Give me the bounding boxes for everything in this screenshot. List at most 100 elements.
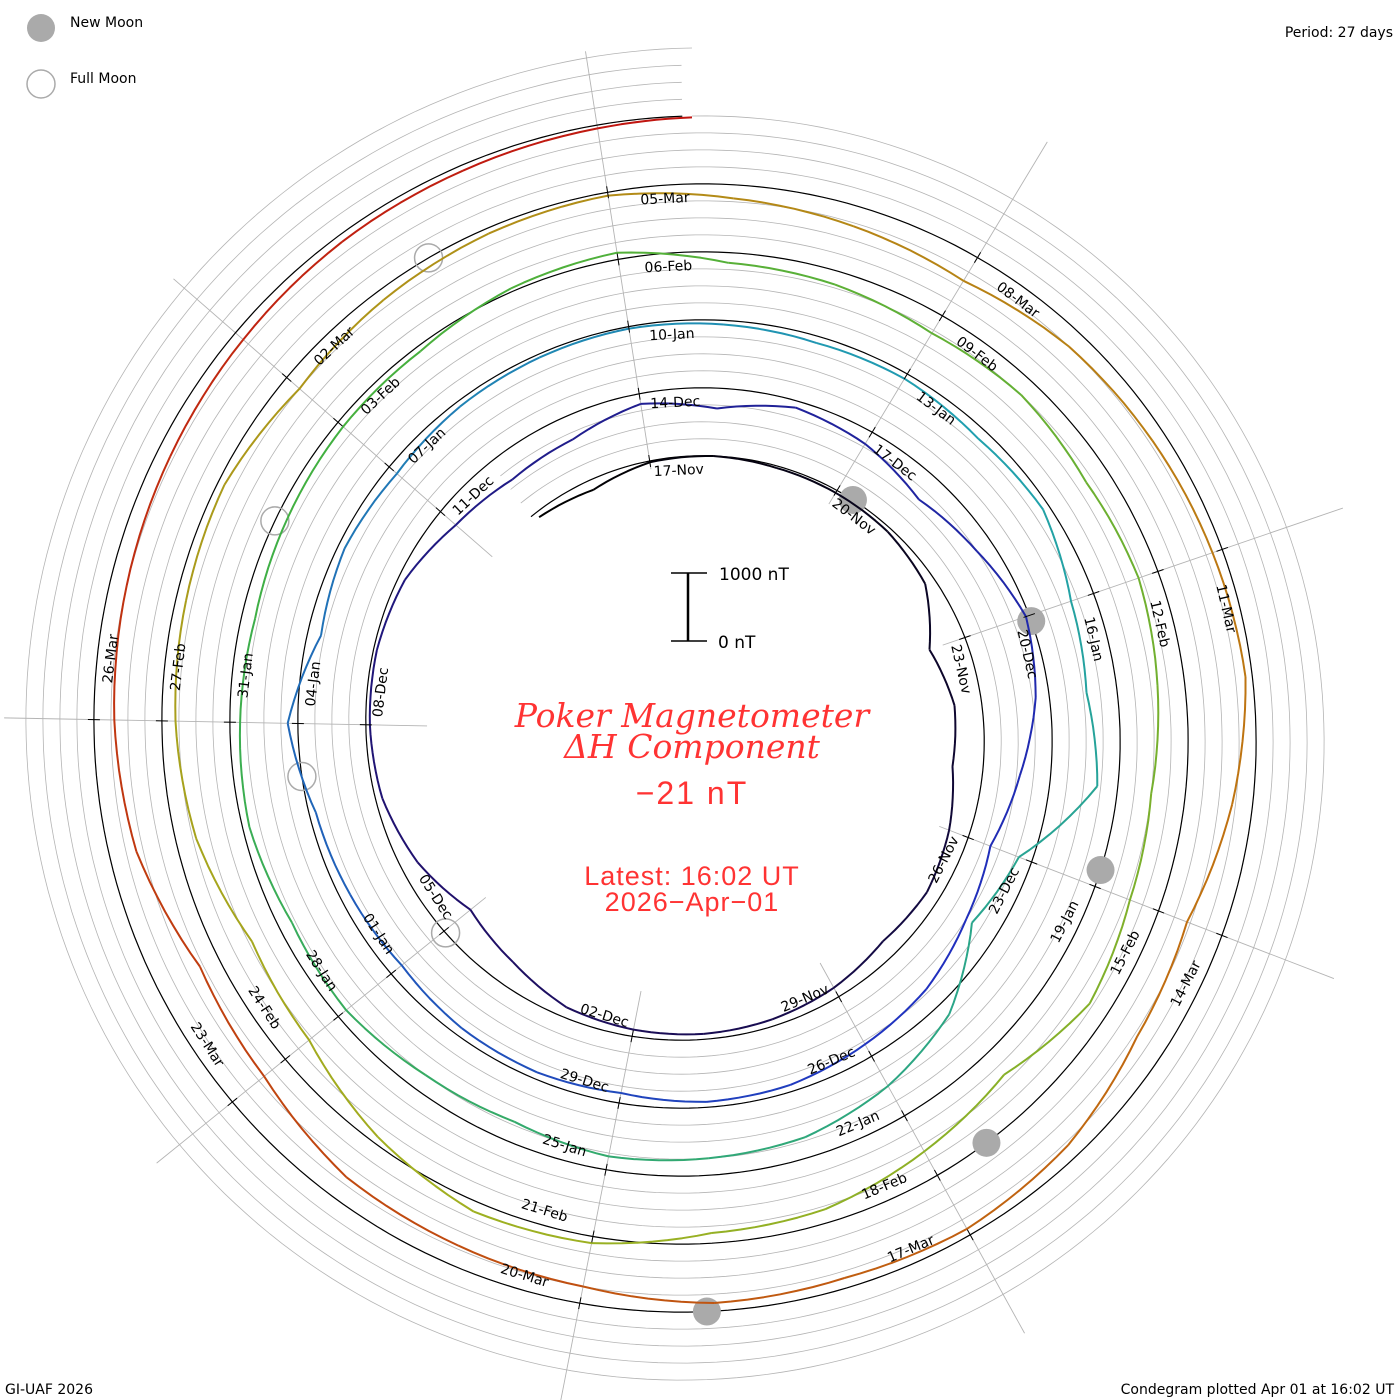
date-tick	[934, 1169, 941, 1181]
trace-segment	[608, 1155, 709, 1162]
trace-segment	[708, 1136, 806, 1160]
trace-segment	[948, 766, 955, 831]
trace-segment	[510, 251, 618, 290]
date-label: 08-Dec	[370, 667, 392, 719]
trace-segment	[416, 861, 472, 911]
trace-segment	[591, 1232, 712, 1245]
radial-spoke	[156, 897, 487, 1164]
date-label: 03-Feb	[358, 374, 404, 418]
date-label: 23-Dec	[986, 865, 1023, 917]
trace-segment	[776, 466, 837, 494]
trace-segment	[424, 1074, 515, 1123]
date-label: 06-Feb	[644, 258, 693, 276]
trace-segment	[864, 988, 928, 1046]
trace-segment	[473, 1210, 592, 1245]
trace-segment	[341, 169, 464, 243]
trace-segment	[1085, 692, 1099, 787]
trace-segment	[1231, 677, 1247, 805]
date-tick	[903, 368, 911, 380]
trace-segment	[977, 438, 1044, 511]
trace-segment	[511, 438, 574, 481]
radial-spoke	[819, 962, 1025, 1334]
date-tick	[384, 462, 395, 472]
date-tick	[962, 834, 974, 841]
trace-segment	[248, 826, 293, 923]
date-tick	[1216, 546, 1229, 552]
baseline-line	[93, 115, 1257, 1313]
chart-subtitle: ΔH Component	[562, 727, 821, 766]
trace-segment	[462, 127, 598, 172]
date-label: 05-Mar	[640, 190, 690, 208]
date-label: 09-Feb	[953, 334, 1001, 376]
trace-segment	[1150, 685, 1160, 794]
trace-segment	[113, 585, 128, 721]
trace-segment	[1018, 697, 1037, 777]
new-moon-legend-icon	[27, 14, 55, 42]
trace-segment	[381, 797, 419, 863]
trace-segment	[616, 251, 729, 264]
trace-segment	[1136, 921, 1188, 1037]
date-label: 17-Dec	[870, 442, 920, 485]
trace-segment	[703, 1018, 773, 1035]
date-label: 22-Jan	[834, 1108, 882, 1140]
trace-segment	[396, 405, 461, 475]
trace-segment	[469, 909, 514, 963]
trace-segment	[844, 1228, 968, 1279]
date-label: 10-Jan	[649, 326, 695, 344]
date-tick	[606, 186, 609, 199]
date-label: 26-Mar	[100, 633, 122, 684]
legend-full-moon: Full Moon	[70, 71, 136, 87]
date-tick	[616, 253, 620, 266]
trace-segment	[298, 299, 385, 390]
trace-segment	[951, 705, 957, 767]
trace-segment	[1070, 600, 1088, 693]
trace-segment	[195, 838, 253, 943]
trace-segment	[790, 1043, 866, 1086]
trace-segment	[461, 1027, 538, 1074]
latest-time: Latest: 16:02 UT	[584, 861, 800, 891]
date-tick	[868, 426, 876, 438]
full-moon-marker	[430, 918, 461, 948]
trace-segment	[419, 287, 512, 353]
trace-segment	[714, 1277, 845, 1304]
trace-segment	[1003, 1002, 1091, 1076]
trace-segment	[864, 443, 920, 501]
date-tick	[227, 1097, 238, 1107]
trace-segment	[928, 649, 956, 706]
trace-segment	[824, 1150, 925, 1211]
date-label: 20-Mar	[498, 1261, 550, 1291]
trace-segment	[375, 579, 406, 651]
trace-segment	[169, 338, 244, 457]
trace-segment	[286, 635, 322, 724]
trace-segment	[566, 1006, 634, 1031]
date-label: 16-Jan	[1080, 615, 1106, 663]
trace-segment	[514, 1120, 609, 1158]
trace-segment	[948, 922, 973, 1015]
date-tick	[1089, 883, 1101, 890]
trace-segment	[113, 719, 138, 852]
trace-segment	[1186, 804, 1234, 923]
date-tick	[648, 454, 652, 467]
date-tick	[868, 1050, 875, 1062]
trace-segment	[1025, 616, 1037, 698]
trace-segment	[1151, 440, 1214, 554]
trace-segment	[965, 845, 992, 920]
date-label: 17-Nov	[653, 462, 704, 481]
trace-segment	[620, 1092, 707, 1103]
date-label: 13-Jan	[913, 389, 959, 429]
trace-segment	[640, 402, 718, 410]
trace-segment	[733, 197, 854, 228]
full-moon-legend-icon	[26, 69, 56, 99]
trace-segment	[966, 1144, 1069, 1230]
trace-segment	[512, 961, 568, 1009]
scale-bottom-label: 0 nT	[718, 633, 756, 653]
trace-segment	[723, 323, 817, 344]
date-label: 26-Nov	[926, 834, 963, 886]
date-tick	[386, 969, 397, 978]
date-label: 04-Jan	[303, 660, 324, 707]
trace-segment	[886, 530, 927, 585]
trace-segment	[853, 225, 965, 282]
date-tick	[280, 1055, 291, 1064]
trace-segment	[174, 600, 187, 722]
date-label: 31-Jan	[235, 652, 256, 699]
